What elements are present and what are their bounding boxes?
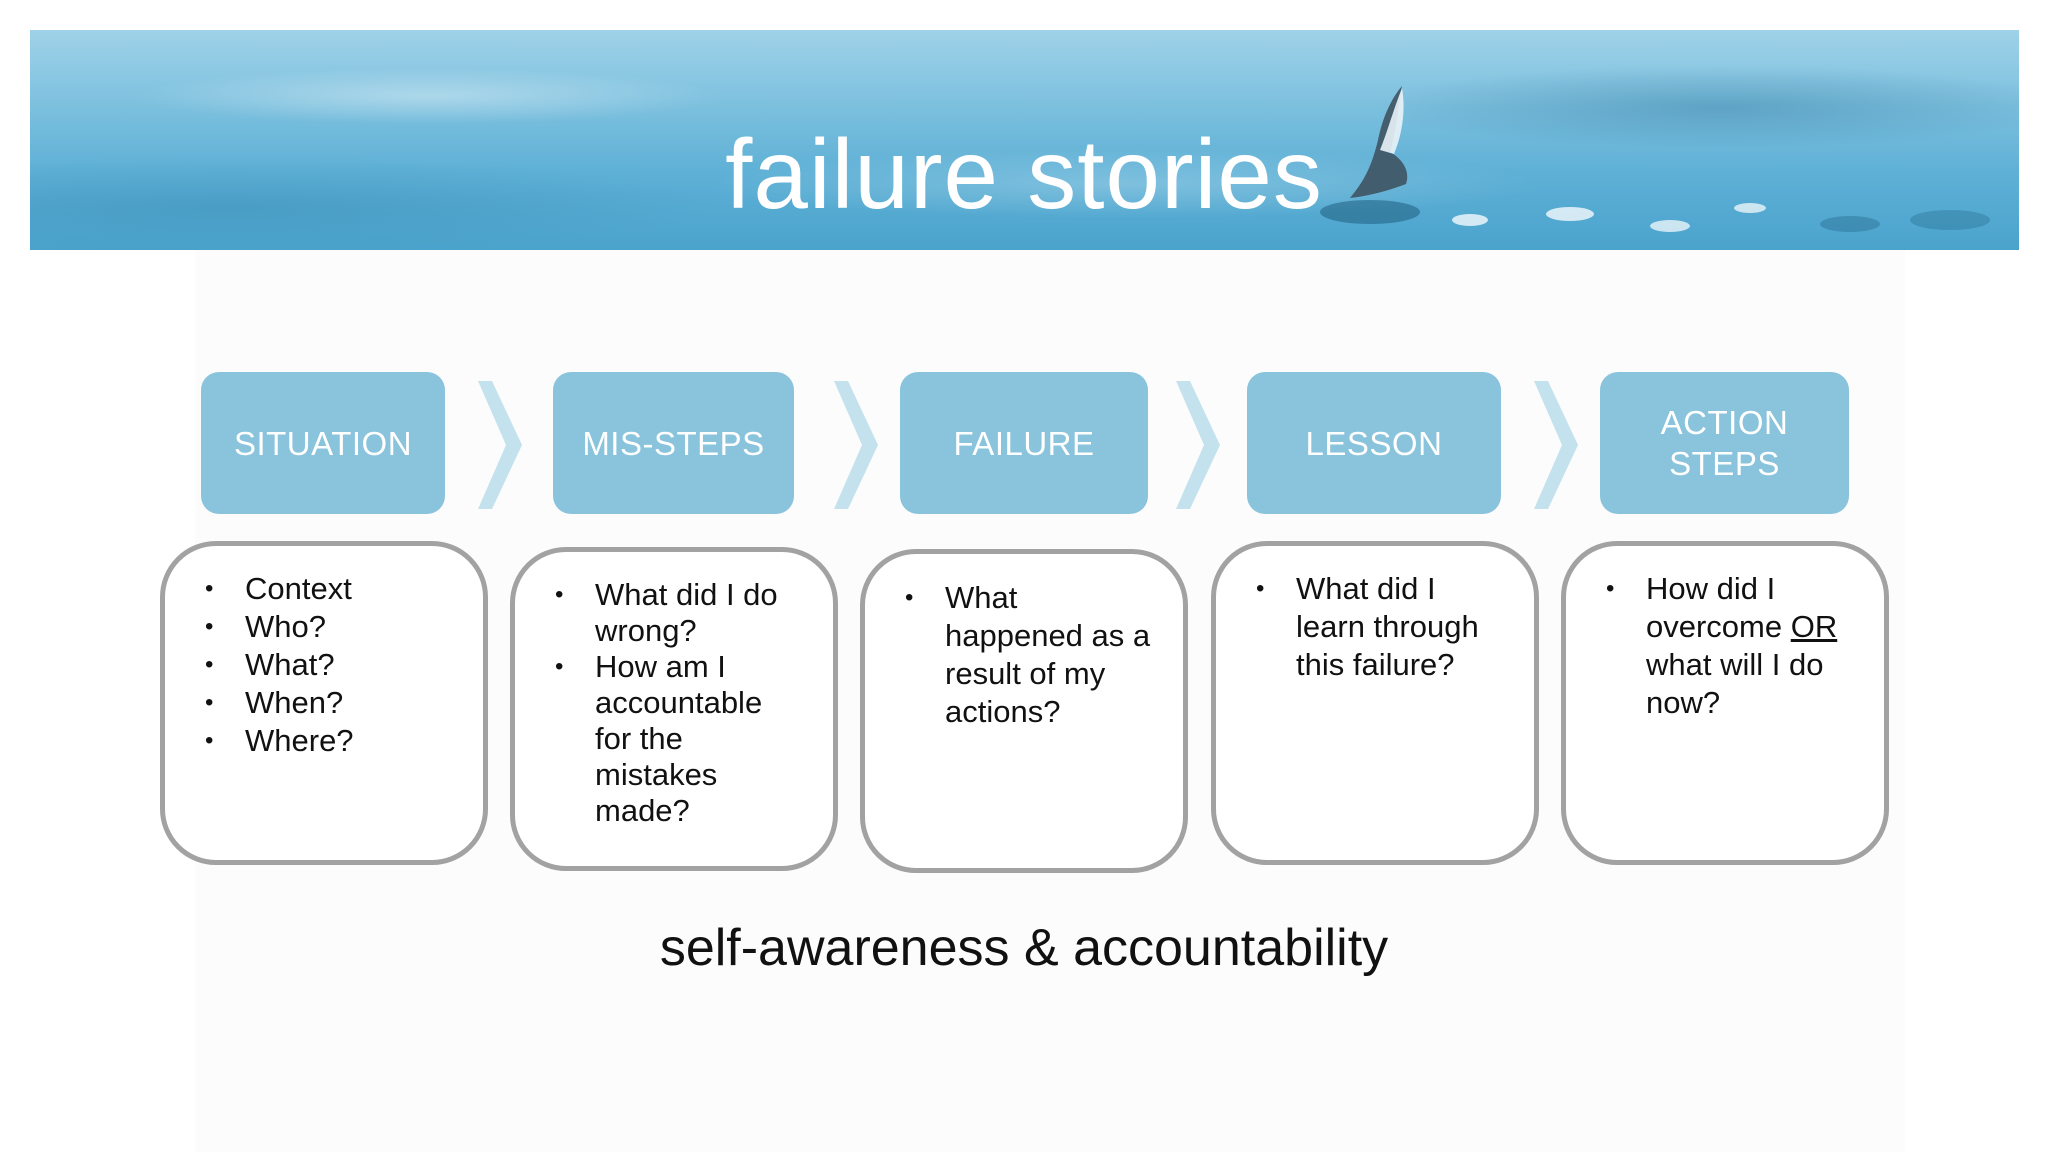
- detail-box-action-steps: How did I overcome OR what will I do now…: [1561, 541, 1889, 865]
- bullet-list: What happened as a result of my actions?: [905, 579, 1153, 731]
- bullet-item: Who?: [205, 608, 463, 646]
- step-header-action-line1: ACTION: [1660, 404, 1789, 441]
- water-texture: [30, 30, 2019, 250]
- bullet-list: What did I do wrong? How am I accountabl…: [555, 577, 803, 829]
- step-header-lesson: LESSON: [1247, 372, 1501, 514]
- step-header-failure: FAILURE: [900, 372, 1148, 514]
- bullet-list: How did I overcome OR what will I do now…: [1606, 570, 1848, 722]
- detail-box-situation: Context Who? What? When? Where?: [160, 541, 488, 865]
- bullet-item: What?: [205, 646, 463, 684]
- slide-title: failure stories: [725, 119, 1323, 229]
- water-splash-icon: [1452, 203, 1990, 232]
- bullet-list: What did I learn through this failure?: [1256, 570, 1494, 684]
- detail-box-mis-steps: What did I do wrong? How am I accountabl…: [510, 547, 838, 871]
- underlined-or: OR: [1790, 609, 1838, 644]
- bullet-item: When?: [205, 684, 463, 722]
- bullet-item: Context: [205, 570, 463, 608]
- chevron-arrow-icon: [478, 381, 522, 509]
- step-header-mis-steps: MIS-STEPS: [553, 372, 794, 514]
- step-header-action-steps: ACTION STEPS: [1600, 372, 1849, 514]
- detail-box-lesson: What did I learn through this failure?: [1211, 541, 1539, 865]
- step-header-situation: SITUATION: [201, 372, 445, 514]
- bullet-item: How did I overcome OR what will I do now…: [1606, 570, 1848, 722]
- bullet-item: How am I accountable for the mistakes ma…: [555, 649, 803, 829]
- bullet-item: Where?: [205, 722, 463, 760]
- bullet-item: What did I do wrong?: [555, 577, 803, 649]
- bullet-item: What did I learn through this failure?: [1256, 570, 1494, 684]
- bullet-list: Context Who? What? When? Where?: [205, 570, 463, 760]
- detail-box-failure: What happened as a result of my actions?: [860, 549, 1188, 873]
- step-header-action-line2: STEPS: [1669, 445, 1780, 482]
- chevron-arrow-icon: [834, 381, 878, 509]
- chevron-arrow-icon: [1176, 381, 1220, 509]
- title-banner: failure stories: [30, 30, 2019, 250]
- footer-caption: self-awareness & accountability: [659, 919, 1389, 977]
- bullet-item: What happened as a result of my actions?: [905, 579, 1153, 731]
- bird-icon: [1320, 86, 1420, 224]
- chevron-arrow-icon: [1534, 381, 1578, 509]
